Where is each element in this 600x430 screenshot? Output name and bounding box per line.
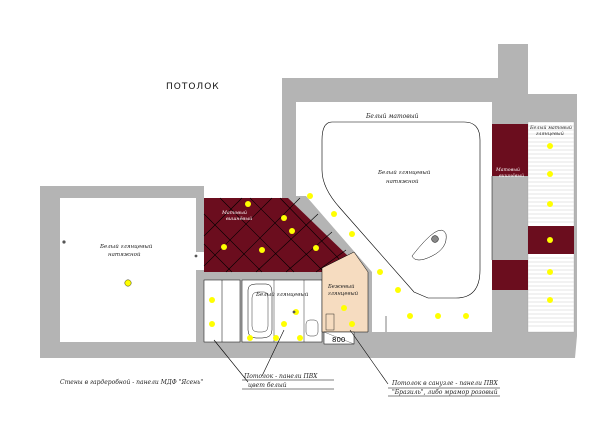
beige-room: Бежевый глянцевый	[321, 251, 369, 333]
round-fixture	[431, 235, 439, 243]
note-pvc-2: цвет белый	[248, 382, 287, 389]
lamp	[124, 279, 132, 287]
large-room: Белый матовый Белый глянцевый натяжной	[296, 102, 493, 332]
bathroom: Белый глянцевый	[241, 279, 323, 343]
bathroom-label: Белый глянцевый	[255, 292, 309, 298]
dimension-800: 800	[323, 331, 355, 345]
maroon-connector-bottom	[492, 260, 528, 290]
note-bath-1: Потолок в санузле - панели ПВХ	[391, 380, 499, 387]
maroon-connector-top	[492, 124, 528, 176]
beige-label-1: Бежевый	[327, 284, 354, 290]
white-matte-right-label-2: глянцевый	[536, 131, 564, 137]
note-pvc-1: Потолок - панели ПВХ	[243, 373, 318, 380]
left-room	[60, 198, 196, 342]
maroon-left-label-2: вишнёвый	[226, 215, 252, 222]
large-room-matte-label: Белый матовый	[365, 113, 419, 120]
large-room-center-label-1: Белый глянцевый	[377, 170, 431, 176]
maroon-right-label-2: вишнёвый	[499, 172, 524, 179]
dimension-800-text: 800	[332, 336, 345, 344]
maroon-diamond-room: Матовый вишнёвый	[203, 197, 350, 273]
note-walls: Стены в гардеробной - панели МДФ "Ясень"	[60, 379, 203, 386]
right-strip: Белый матовый глянцевый	[527, 121, 575, 333]
note-bath-2: "Бразиль", либо мрамор розовый	[392, 389, 498, 396]
white-matte-right-label-1: Белый матовый	[529, 125, 572, 131]
left-room-label-1: Белый глянцевый	[99, 244, 153, 250]
left-room-label-2: натяжной	[108, 252, 141, 258]
maroon-right-label-1: Матовый	[495, 167, 520, 173]
leader-lines	[213, 329, 500, 397]
large-room-center-label-2: натяжной	[386, 179, 419, 185]
wardrobe	[203, 279, 241, 343]
plan-title: ПОТОЛОК	[166, 82, 220, 92]
maroon-left-label-1: Матовый	[221, 210, 247, 216]
beige-label-2: глянцевый	[328, 291, 358, 297]
